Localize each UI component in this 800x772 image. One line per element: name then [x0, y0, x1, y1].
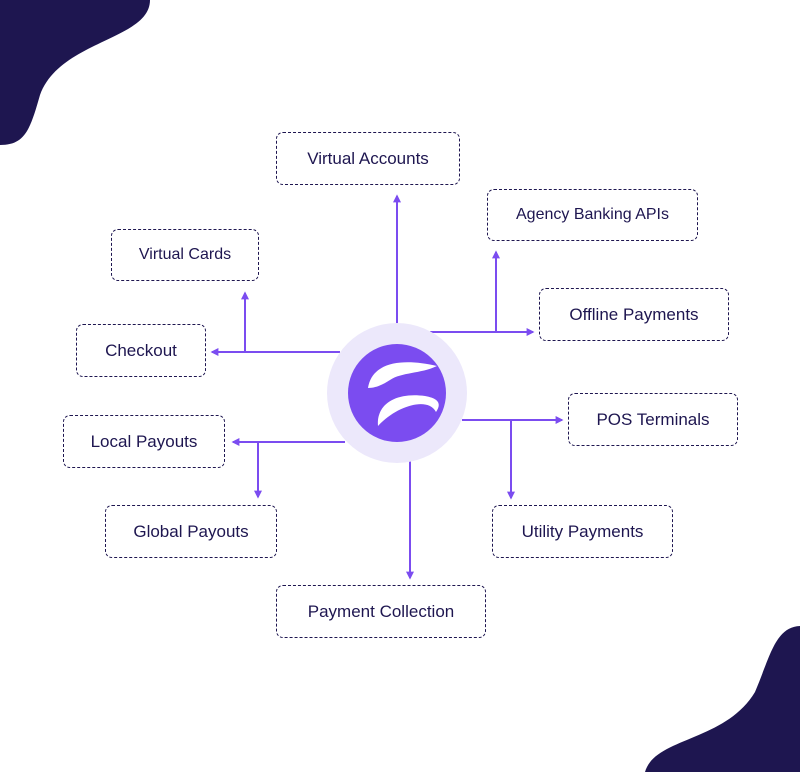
node-label: Offline Payments: [569, 304, 699, 324]
corner-blob-bottom-right: [645, 626, 800, 772]
hub-circle: [348, 344, 446, 442]
node-label: Agency Banking APIs: [516, 206, 669, 223]
node-label: Utility Payments: [521, 521, 644, 541]
node-payment-collection: Payment Collection: [276, 585, 486, 638]
node-offline-payments: Offline Payments: [539, 288, 729, 341]
node-local-payouts: Local Payouts: [63, 415, 225, 468]
node-checkout: Checkout: [76, 324, 206, 377]
brand-logo-icon: [368, 362, 439, 426]
corner-blob-top-left: [0, 0, 150, 145]
node-global-payouts: Global Payouts: [105, 505, 277, 558]
node-label: Virtual Cards: [138, 246, 232, 263]
node-label: POS Terminals: [596, 409, 710, 429]
node-label: Global Payouts: [133, 521, 249, 541]
node-virtual-accounts: Virtual Accounts: [276, 132, 460, 185]
node-label: Virtual Accounts: [307, 148, 429, 168]
node-utility-payments: Utility Payments: [492, 505, 673, 558]
node-label: Checkout: [105, 340, 177, 360]
node-label: Payment Collection: [307, 601, 455, 621]
node-agency-banking-apis: Agency Banking APIs: [487, 189, 698, 241]
node-virtual-cards: Virtual Cards: [111, 229, 259, 281]
node-label: Local Payouts: [90, 431, 198, 451]
node-pos-terminals: POS Terminals: [568, 393, 738, 446]
